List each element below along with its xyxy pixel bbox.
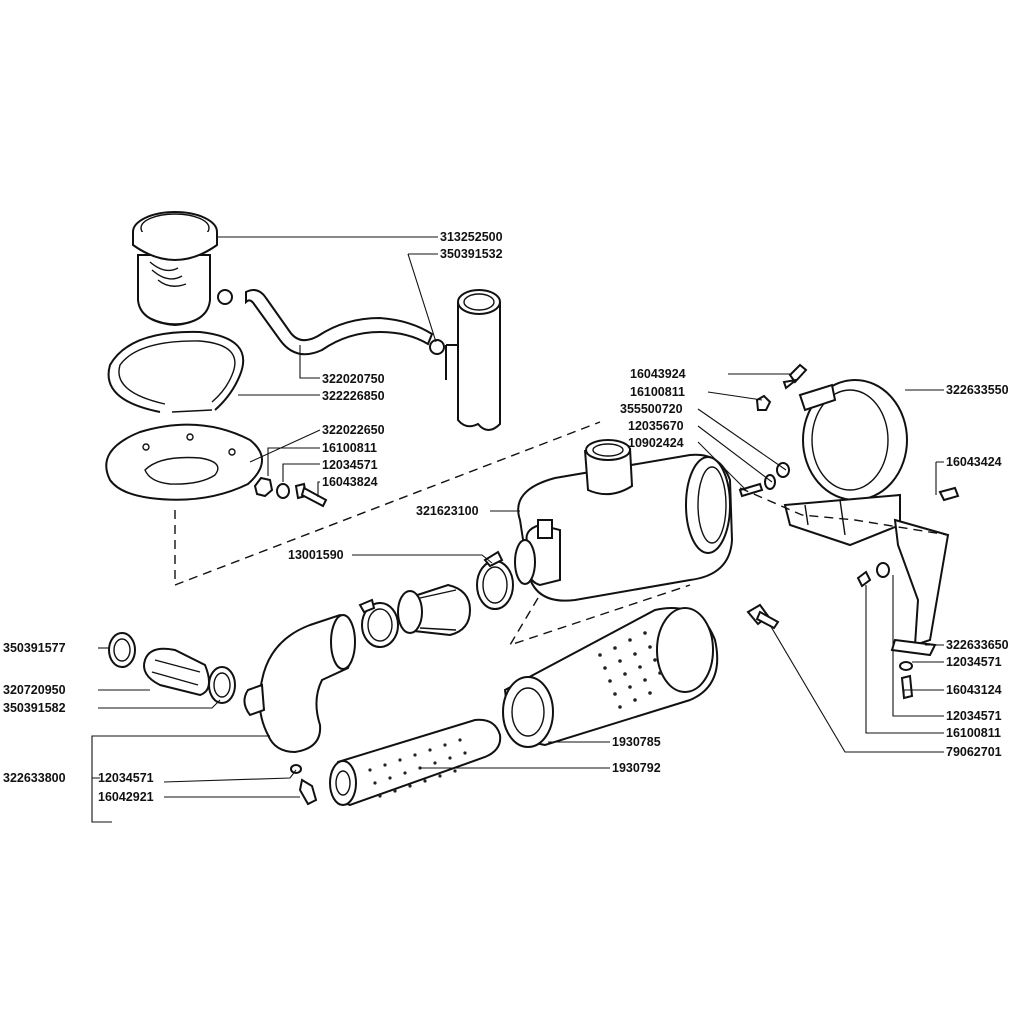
split-ring [107,330,245,413]
label-10902424: 10902424 [628,436,684,450]
air-filter-housing [514,439,734,602]
label-16100811-bracket: 16100811 [630,385,685,399]
label-13001590: 13001590 [288,548,344,562]
leader-lines [91,236,944,823]
label-322226850: 322226850 [322,389,385,403]
intake-elbow [243,613,356,754]
label-16042921: 16042921 [98,790,154,804]
assembly-line-2 [508,584,691,647]
label-322022650: 322022650 [322,423,385,437]
label-321623100: 321623100 [416,504,479,518]
short-hose [108,632,236,704]
label-12034571-base: 12034571 [946,709,1002,723]
label-322020750: 322020750 [322,372,385,386]
label-16100811-base: 16100811 [946,726,1001,740]
label-12034571-elbow: 12034571 [98,771,154,785]
label-16043124: 16043124 [946,683,1002,697]
label-313252500: 313252500 [440,230,503,244]
breather-hose [245,289,445,356]
label-12034571-support: 12034571 [946,655,1002,669]
label-79062701: 79062701 [946,745,1002,759]
label-322633800: 322633800 [3,771,66,785]
filter-element-outer [502,607,719,748]
filter-element-inner [329,718,502,807]
sleeve-clamp [358,598,399,648]
bracket-fasteners [290,363,960,806]
label-1930785: 1930785 [612,735,661,749]
label-16043424: 16043424 [946,455,1002,469]
label-350391532: 350391532 [440,247,503,261]
label-355500720: 355500720 [620,402,683,416]
label-350391577: 350391577 [3,641,66,655]
label-12034571-plate: 12034571 [322,458,378,472]
assembly-line-1 [174,421,601,587]
housing-clamp [476,550,514,610]
label-16043924: 16043924 [630,367,686,381]
mounting-plate [105,423,263,501]
label-322633550: 322633550 [946,383,1009,397]
label-320720950: 320720950 [3,683,66,697]
label-1930792: 1930792 [612,761,661,775]
intake-pipe [445,289,501,431]
assembly-line-3 [739,487,949,536]
wing-nut [746,603,780,630]
rubber-sleeve [397,583,472,637]
label-16100811-plate: 16100811 [322,441,377,455]
plate-fasteners [253,476,328,508]
part-labels: 313252500 350391532 322020750 322226850 … [3,230,1009,804]
support-leg [890,518,950,657]
label-322633650: 322633650 [946,638,1009,652]
label-16043824: 16043824 [322,475,378,489]
label-350391582: 350391582 [3,701,66,715]
band-bracket [783,379,908,547]
pre-cleaner-cap [132,211,233,327]
label-12035670: 12035670 [628,419,684,433]
